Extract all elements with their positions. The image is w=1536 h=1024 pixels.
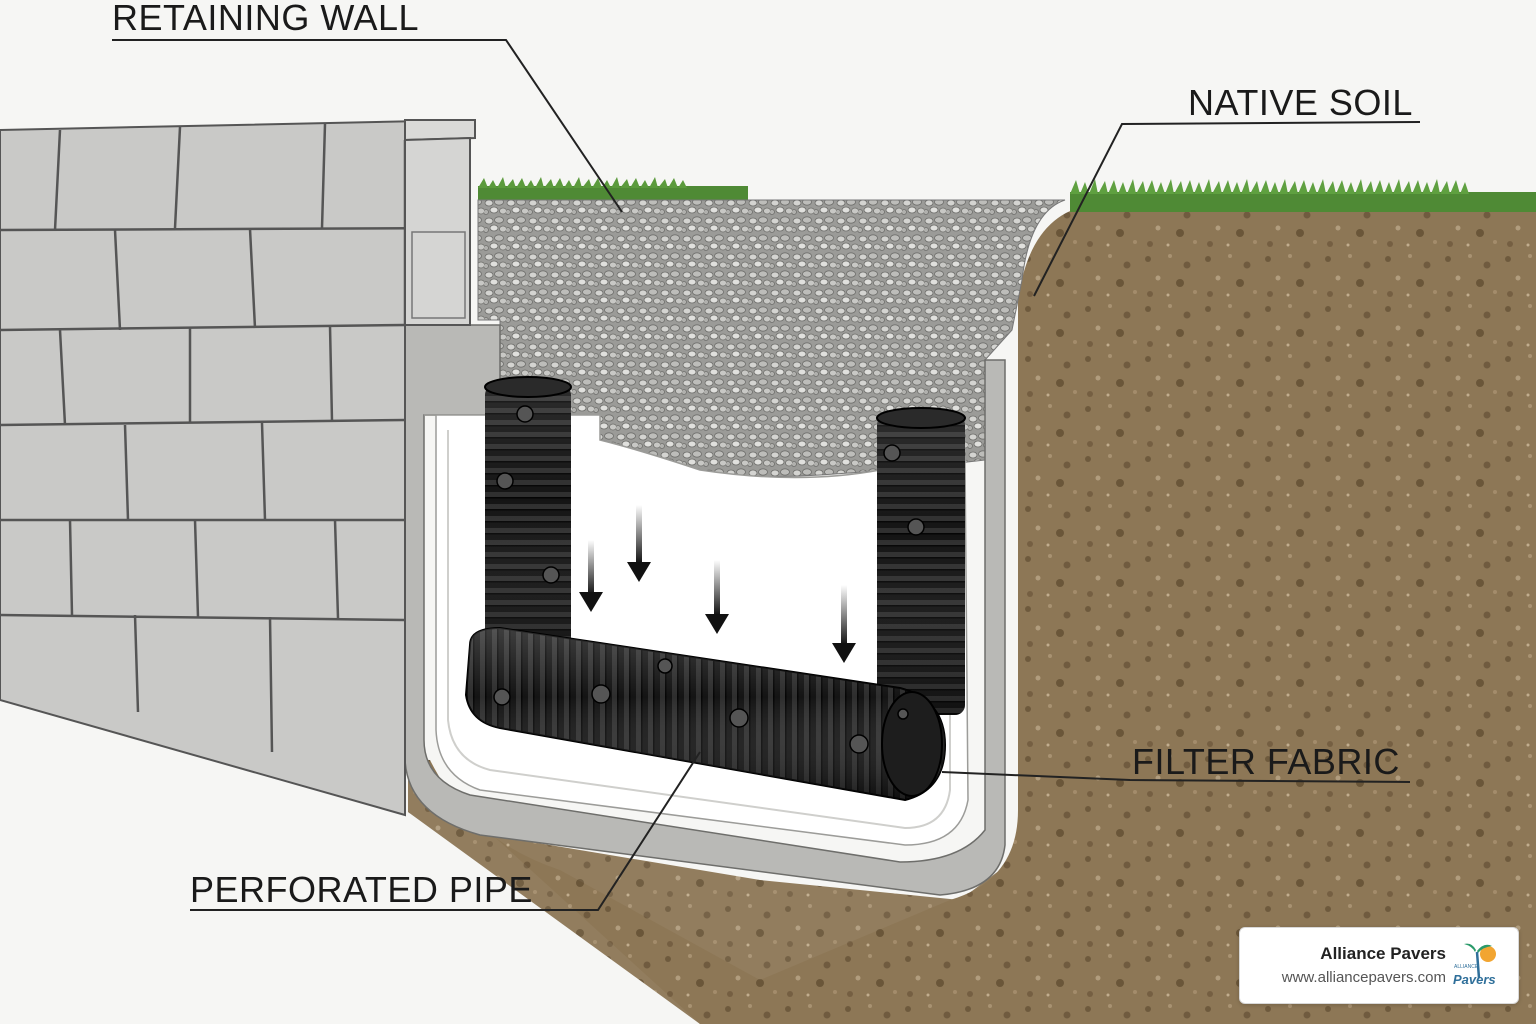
native-soil-area (410, 205, 1536, 1024)
grass-strip-left (478, 177, 748, 200)
label-retaining-wall: RETAINING WALL (112, 0, 419, 38)
callout-perforated-pipe: PERFORATED PIPE (190, 751, 701, 911)
brand-logo-small: ALLIANCE (1454, 964, 1479, 970)
grass-strip-right (1070, 179, 1536, 212)
callout-native-soil: NATIVE SOIL (1033, 82, 1421, 297)
vertical-pipe-left (484, 376, 572, 670)
label-filter-fabric: FILTER FABRIC (1132, 741, 1400, 782)
label-perforated-pipe: PERFORATED PIPE (190, 869, 533, 910)
vertical-pipe-right (876, 407, 966, 715)
flow-arrow-2-icon (627, 505, 651, 582)
callout-filter-fabric: FILTER FABRIC (941, 741, 1411, 783)
brand-logo: ALLIANCE Pavers (1453, 943, 1496, 987)
palm-tree-sun-icon (1464, 943, 1496, 979)
label-native-soil: NATIVE SOIL (1188, 82, 1413, 123)
brand-url[interactable]: www.alliancepavers.com (1281, 969, 1446, 986)
callout-retaining-wall: RETAINING WALL (112, 0, 623, 213)
horizontal-perforated-pipe (464, 626, 947, 802)
brand-card[interactable]: Alliance Pavers www.alliancepavers.com A… (1239, 927, 1519, 1004)
flow-arrow-3-icon (705, 560, 729, 634)
brand-logo-text: Pavers (1453, 972, 1496, 987)
water-flow-arrows (579, 505, 856, 663)
brand-name: Alliance Pavers (1320, 944, 1446, 963)
flow-arrow-1-icon (579, 540, 603, 612)
flow-arrow-4-icon (832, 585, 856, 663)
trench-liner (404, 324, 1006, 896)
retaining-wall (0, 118, 476, 817)
filter-fabric-inner-edge (447, 430, 951, 830)
